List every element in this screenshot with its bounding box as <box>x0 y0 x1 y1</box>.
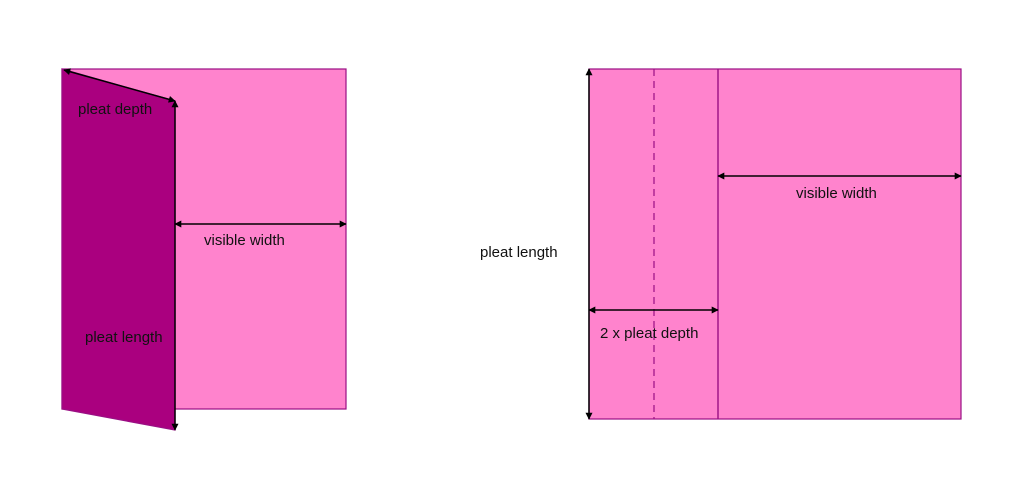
right-pleat-length-label: pleat length <box>480 244 558 261</box>
left-pleat-depth-label: pleat depth <box>78 101 152 118</box>
left-visible-width-label: visible width <box>204 232 285 249</box>
left-pleat-length-label: pleat length <box>85 329 163 346</box>
right-visible-width-label: visible width <box>796 185 877 202</box>
left-folded-pleat <box>61 68 176 431</box>
right-panel <box>588 68 962 420</box>
right-diagram: pleat length visible width 2 x pleat dep… <box>480 68 962 420</box>
left-diagram: pleat depth visible width pleat length <box>61 68 347 431</box>
pleat-depth-arrow <box>63 68 176 103</box>
double-pleat-depth-label: 2 x pleat depth <box>600 325 698 342</box>
